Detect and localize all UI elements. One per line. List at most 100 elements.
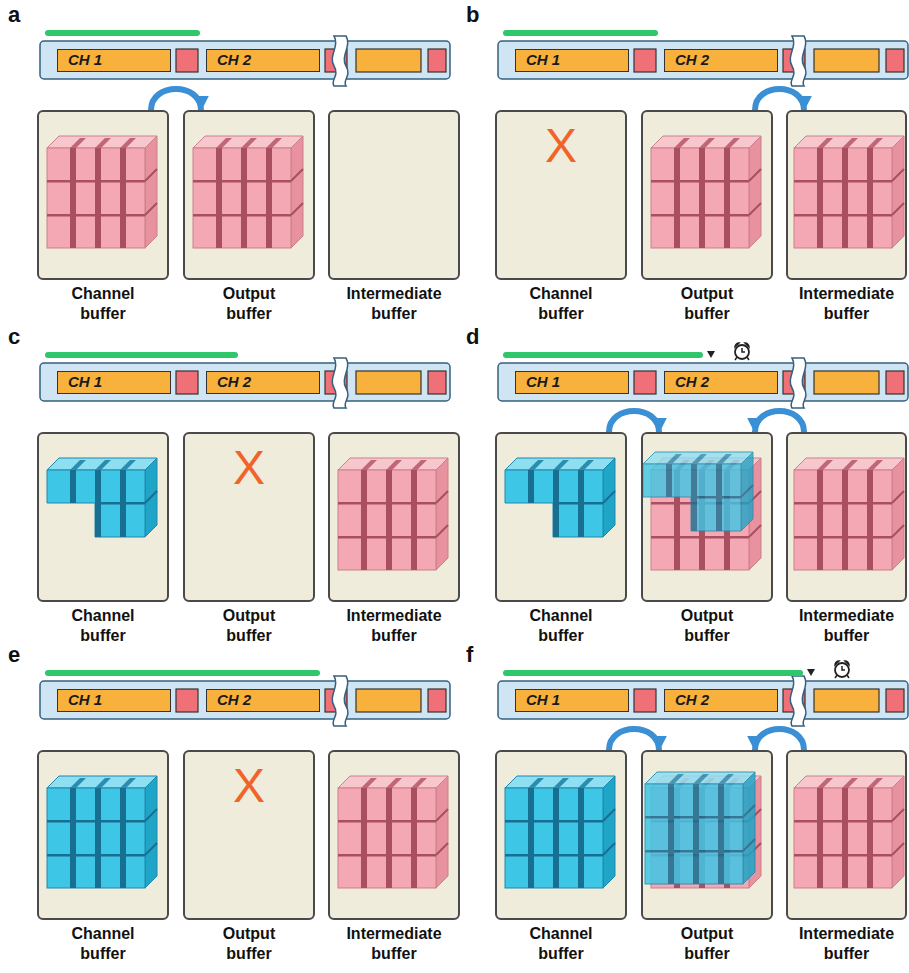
data-block [47, 776, 157, 888]
channel-block: CH 2 [664, 371, 778, 394]
timeline-strip [498, 36, 908, 86]
data-block [794, 776, 904, 888]
buffer-label: Channel buffer [71, 924, 134, 964]
buffer-box: Intermediate buffer [328, 110, 460, 280]
empty-mark: X [183, 442, 315, 494]
timeline-strip [40, 36, 450, 86]
progress-bar [45, 30, 200, 36]
channel-block: CH 2 [206, 371, 320, 394]
timeline-strip [498, 676, 908, 726]
channel-name: CH 2 [207, 690, 319, 710]
data-block [47, 136, 157, 248]
buffer-label: Output buffer [681, 284, 733, 324]
panel-letter: b [466, 2, 479, 28]
transfer-arrow [609, 411, 659, 432]
buffer-fill [495, 750, 907, 920]
data-block [794, 136, 904, 248]
channel-name: CH 1 [58, 372, 170, 392]
channel-block: CH 2 [664, 689, 778, 712]
time-marker [807, 669, 815, 676]
channel-name: CH 2 [665, 690, 777, 710]
data-block [338, 776, 448, 888]
channel-name: CH 2 [665, 50, 777, 70]
buffer-label: Intermediate buffer [346, 924, 441, 964]
buffer-box: Intermediate buffer [328, 750, 460, 920]
data-block [794, 458, 904, 570]
progress-bar [503, 30, 658, 36]
channel-name: CH 1 [516, 690, 628, 710]
buffer-label: Channel buffer [529, 284, 592, 324]
channel-name: CH 2 [665, 372, 777, 392]
buffer-fill [37, 110, 460, 280]
buffer-label: Channel buffer [71, 606, 134, 646]
buffer-label: Output buffer [223, 284, 275, 324]
buffer-label: Channel buffer [529, 924, 592, 964]
buffer-fill [37, 432, 460, 602]
buffer-box: Output buffer [641, 432, 773, 602]
overlay-block [645, 772, 755, 884]
empty-mark: X [183, 760, 315, 812]
channel-name: CH 1 [516, 50, 628, 70]
channel-block: CH 2 [206, 49, 320, 72]
channel-block: CH 1 [57, 49, 171, 72]
buffer-box: Intermediate buffer [786, 750, 907, 920]
buffer-box: Intermediate buffer [786, 110, 907, 280]
buffer-label: Output buffer [223, 924, 275, 964]
panel-letter: a [8, 2, 20, 28]
progress-bar [45, 670, 320, 676]
timeline-strip [40, 676, 450, 726]
channel-name: CH 1 [58, 690, 170, 710]
channel-block: CH 1 [515, 689, 629, 712]
buffer-fill [495, 432, 907, 602]
channel-block: CH 1 [57, 689, 171, 712]
transfer-arrow [755, 411, 804, 432]
buffer-label: Intermediate buffer [799, 606, 894, 646]
channel-block: CH 2 [206, 689, 320, 712]
partial-data-block [505, 458, 615, 537]
progress-bar [45, 352, 238, 358]
data-block [338, 458, 448, 570]
alarm-clock-icon [735, 343, 749, 360]
empty-mark: X [495, 120, 627, 172]
channel-block: CH 1 [57, 371, 171, 394]
channel-block: CH 1 [515, 49, 629, 72]
channel-block: CH 1 [515, 371, 629, 394]
buffer-fill [495, 110, 907, 280]
partial-data-block [47, 458, 157, 537]
progress-bar [503, 670, 803, 676]
panel-letter: f [466, 642, 473, 668]
transfer-arrow [755, 729, 804, 750]
data-block [505, 776, 615, 888]
buffer-box: Channel buffer [37, 110, 169, 280]
transfer-arrow [609, 729, 659, 750]
panel-letter: c [8, 324, 20, 350]
panel-letter: e [8, 642, 20, 668]
data-block [193, 136, 303, 248]
channel-name: CH 1 [516, 372, 628, 392]
buffer-box: Intermediate buffer [328, 432, 460, 602]
buffer-label: Intermediate buffer [799, 284, 894, 324]
buffer-label: Output buffer [223, 606, 275, 646]
timeline-strip [498, 358, 908, 408]
buffer-fill [37, 750, 460, 920]
buffer-label: Output buffer [681, 606, 733, 646]
buffer-box: Output buffer [641, 750, 773, 920]
buffer-box: Channel buffer [37, 432, 169, 602]
progress-bar [503, 352, 703, 358]
channel-block: CH 2 [664, 49, 778, 72]
transfer-arrow [151, 89, 201, 110]
channel-name: CH 1 [58, 50, 170, 70]
buffer-box: Channel buffer [495, 432, 627, 602]
buffer-label: Channel buffer [529, 606, 592, 646]
buffer-label: Intermediate buffer [346, 284, 441, 324]
transfer-arrow [755, 89, 804, 110]
alarm-clock-icon [835, 661, 849, 678]
channel-name: CH 2 [207, 50, 319, 70]
buffer-label: Output buffer [681, 924, 733, 964]
channel-name: CH 2 [207, 372, 319, 392]
buffer-box: Intermediate buffer [786, 432, 907, 602]
buffer-box: Output buffer [183, 110, 315, 280]
buffer-box: Channel buffer [495, 750, 627, 920]
buffer-box: Output buffer [641, 110, 773, 280]
